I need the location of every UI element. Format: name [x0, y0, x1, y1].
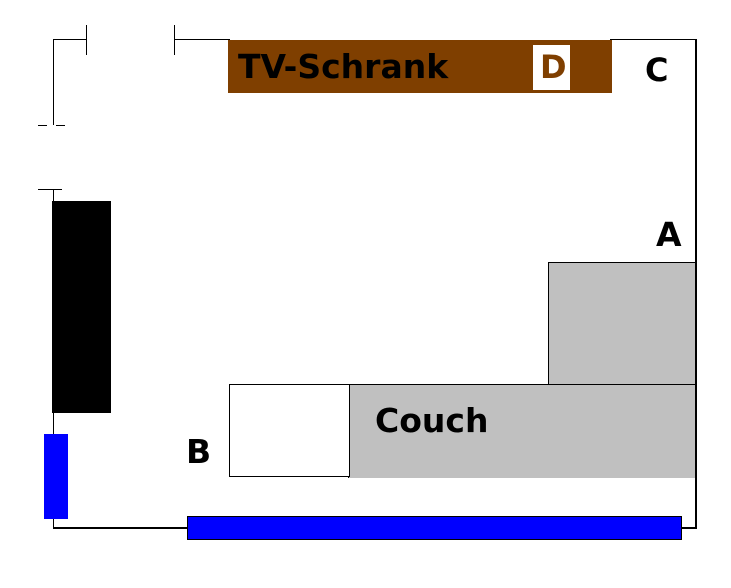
tv-cabinet-label: TV-Schrank	[238, 47, 449, 86]
wall-top-left	[53, 39, 87, 40]
door-jamb-left	[86, 25, 87, 55]
wall-left-upper	[53, 39, 54, 125]
marker-b: B	[186, 432, 212, 471]
marker-d-box: D	[533, 45, 570, 90]
tv-cabinet: TV-Schrank D	[228, 40, 612, 93]
white-seat	[229, 384, 350, 477]
wall-right	[695, 39, 697, 529]
couch-back-section	[548, 262, 695, 386]
door-jamb-right	[174, 25, 175, 55]
window-tick-2	[56, 125, 65, 126]
black-cabinet	[52, 201, 111, 413]
marker-d: D	[540, 48, 567, 86]
blue-element-left	[44, 434, 68, 519]
wall-top-middle	[175, 39, 230, 40]
couch: Couch	[348, 384, 695, 478]
blue-element-bottom	[187, 516, 682, 540]
couch-label: Couch	[375, 401, 489, 440]
marker-c: C	[645, 51, 669, 89]
window-tick-3	[38, 189, 62, 190]
marker-a: A	[656, 215, 682, 254]
window-tick-1	[38, 125, 47, 126]
wall-top-right	[610, 39, 696, 40]
